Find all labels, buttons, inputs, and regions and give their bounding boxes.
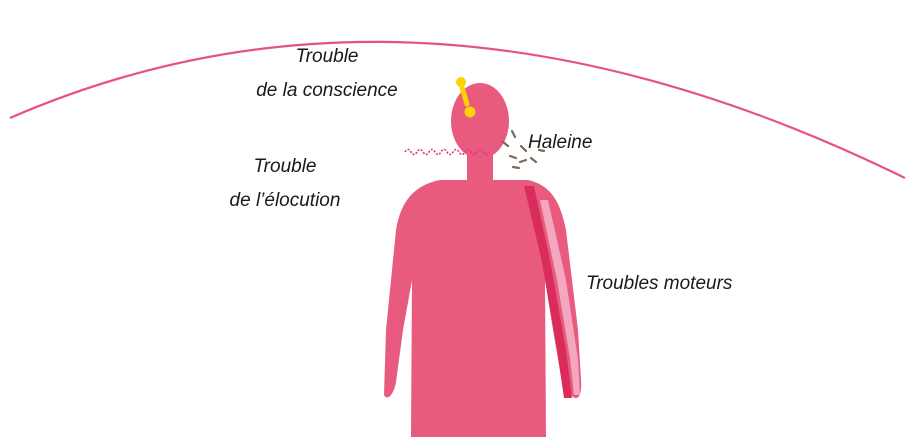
label-elocution: Trouble de l’élocution [190,150,380,218]
label-conscience-line2: de la conscience [232,74,422,108]
label-troubles-moteurs: Troubles moteurs [586,267,732,301]
label-haleine: Haleine [528,126,592,160]
label-elocution-line1: Trouble [190,150,380,184]
label-conscience-line1: Trouble [232,40,422,74]
label-elocution-line2: de l’élocution [190,184,380,218]
label-conscience: Trouble de la conscience [232,40,422,108]
